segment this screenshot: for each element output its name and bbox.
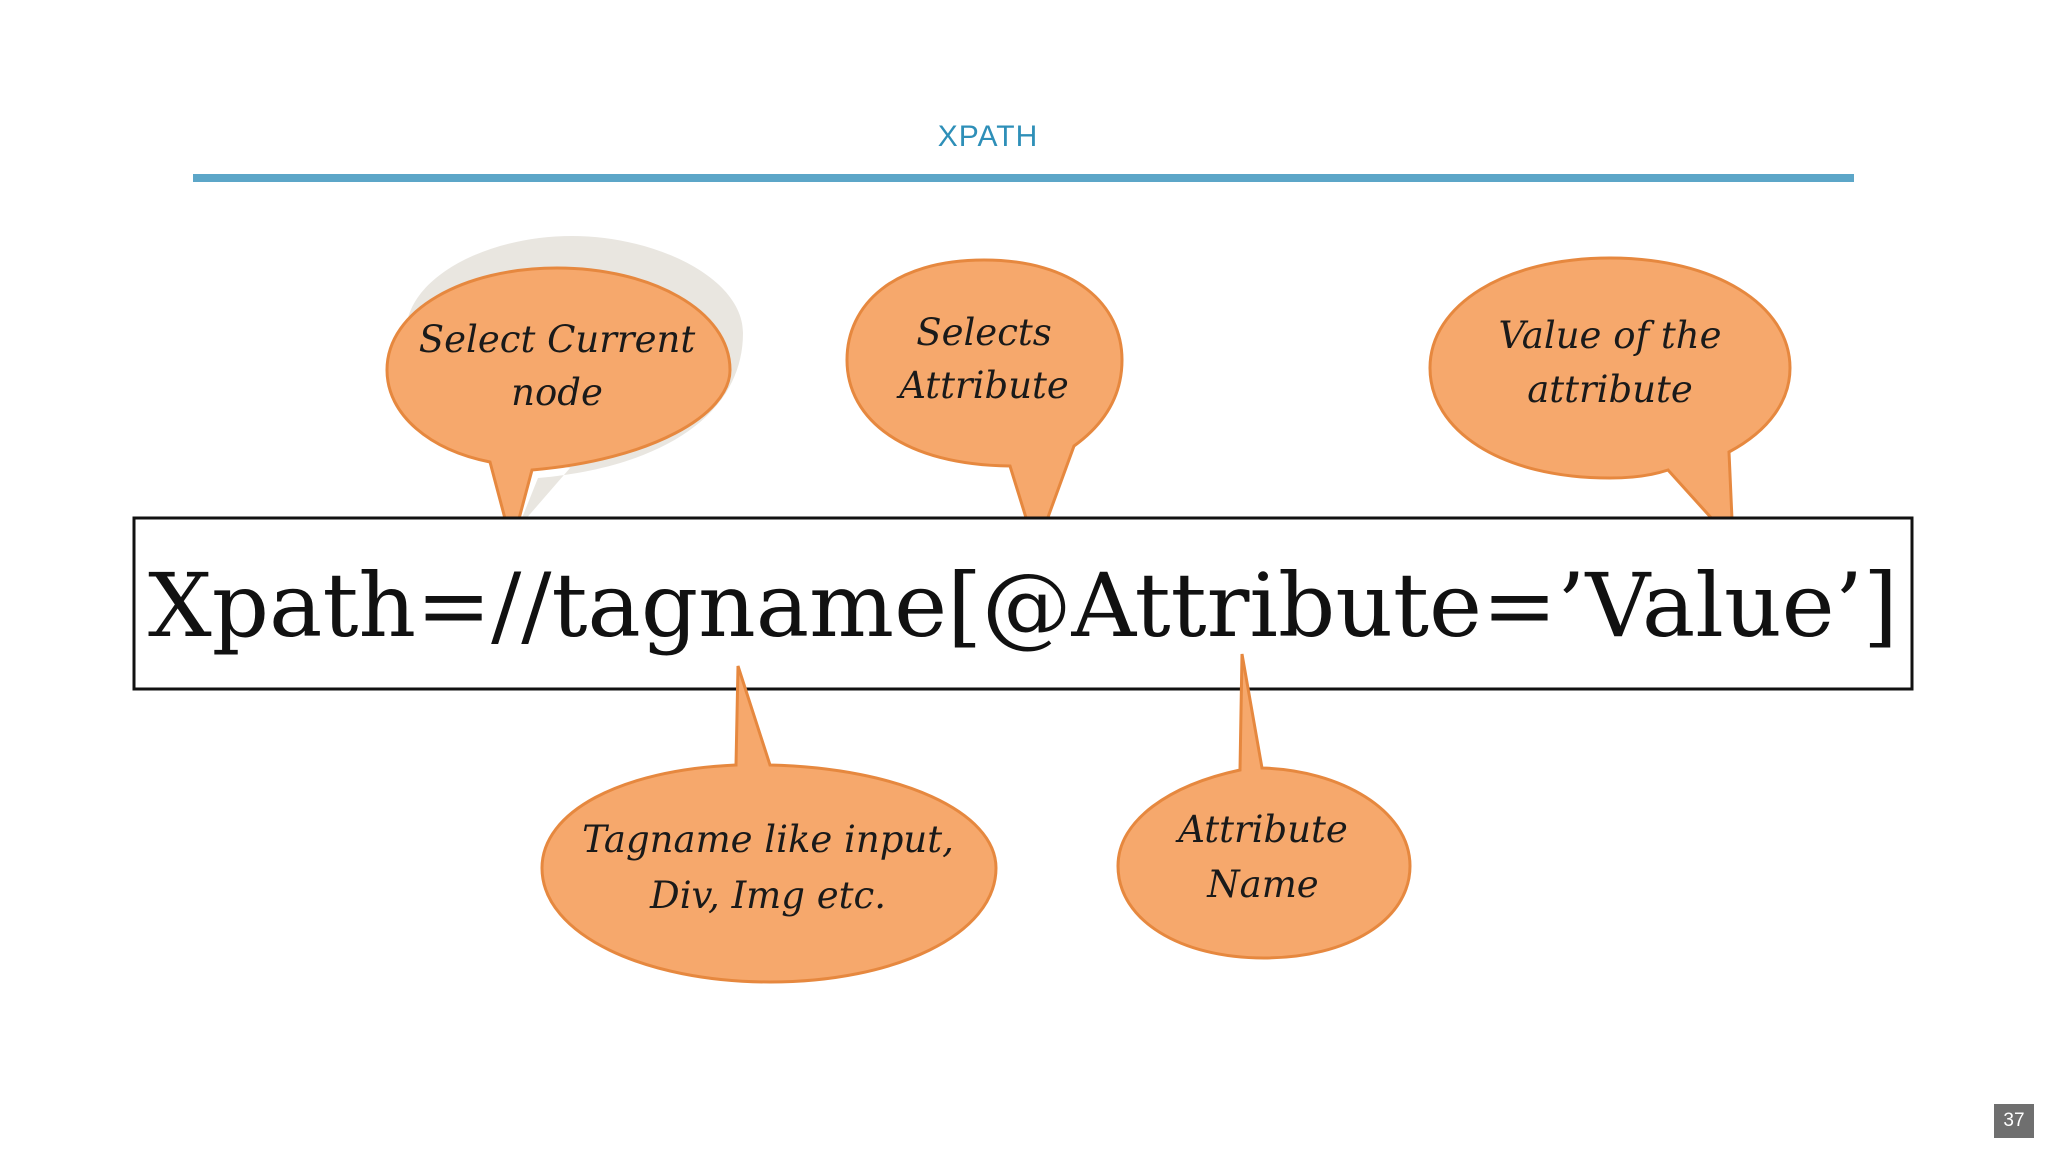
- callout-line-1: Select Current: [419, 318, 696, 361]
- callout-line-2: Attribute: [896, 364, 1069, 407]
- callout-line-1: Selects: [916, 311, 1052, 354]
- callout-bubble: [540, 665, 998, 984]
- callout-tagname: Tagname like input, Div, Img etc.: [540, 665, 998, 984]
- title-divider: [193, 174, 1854, 182]
- callout-line-1: Tagname like input,: [582, 818, 954, 861]
- expression-frame: [132, 516, 1914, 691]
- callout-attribute-name: Attribute Name: [1116, 653, 1412, 960]
- callout-line-2: node: [511, 371, 603, 414]
- callout-bubble: [845, 258, 1124, 555]
- callout-line-1: Attribute: [1175, 808, 1348, 851]
- callout-current-node: Select Current node: [385, 236, 743, 551]
- callout-bubble: [1116, 653, 1412, 960]
- callout-selects-attribute: Selects Attribute: [845, 258, 1124, 555]
- callout-line-2: Div, Img etc.: [649, 874, 886, 917]
- slide-title: XPATH: [937, 120, 1039, 153]
- callout-line-2: attribute: [1527, 368, 1693, 411]
- expression-box: Xpath=//tagname[@Attribute=’Value’]: [132, 516, 1914, 691]
- callout-bubble: [1428, 256, 1792, 547]
- callout-line-1: Value of the: [1498, 314, 1721, 357]
- xpath-expression: Xpath=//tagname[@Attribute=’Value’]: [148, 554, 1898, 657]
- callout-bubble: [385, 266, 732, 551]
- callout-line-2: Name: [1206, 863, 1318, 906]
- page-number-badge: 37: [1994, 1104, 2034, 1138]
- callout-value: Value of the attribute: [1428, 256, 1792, 547]
